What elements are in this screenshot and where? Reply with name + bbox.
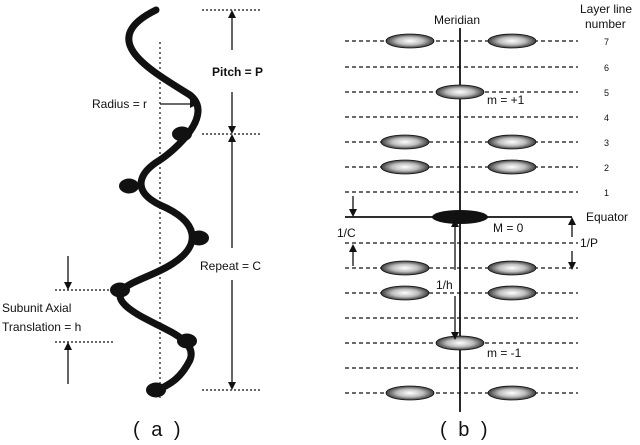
diffraction-spot	[487, 134, 537, 150]
layer-header-line2: number	[585, 17, 626, 31]
layer-number: 1	[604, 188, 609, 198]
diffraction-spot	[380, 285, 430, 301]
equator-label: Equator	[586, 210, 628, 224]
layer-number: 2	[604, 163, 609, 173]
diffraction-spot	[380, 159, 430, 175]
layer-number: 6	[604, 63, 609, 73]
pitch-label: Pitch = P	[212, 65, 263, 79]
layer-header-line1: Layer line	[580, 2, 632, 16]
m0-label: M = 0	[493, 221, 524, 235]
diffraction-spot	[487, 260, 537, 276]
diffraction-spot	[380, 134, 430, 150]
layer-number: 3	[604, 138, 609, 148]
diffraction-spot	[487, 285, 537, 301]
subunit-dot	[189, 230, 209, 246]
subunit-dot	[110, 282, 130, 298]
diffraction-spot	[385, 385, 435, 401]
diffraction-spot	[385, 33, 435, 49]
subunit-dot	[119, 178, 139, 194]
diffraction-spot	[435, 335, 485, 351]
diffraction-spots	[380, 33, 537, 401]
diffraction-spot	[487, 385, 537, 401]
subunit-dot	[177, 333, 197, 349]
radius-label: Radius = r	[92, 97, 147, 111]
diffraction-spot	[435, 84, 485, 100]
layer-number: 4	[604, 113, 609, 123]
repeat-label: Repeat = C	[200, 259, 261, 273]
diffraction-spot	[487, 33, 537, 49]
subunit-label-line2: Translation = h	[2, 320, 81, 334]
layer-number: 5	[604, 88, 609, 98]
panel-a: Radius = r Pitch = P Repeat = C Subunit …	[2, 6, 263, 441]
panel-a-caption: ( a )	[133, 419, 184, 441]
panel-b: Meridian Equator Layer line number 7 6 5…	[337, 2, 632, 441]
layer-number: 7	[604, 37, 609, 47]
subunit-dot	[172, 126, 192, 142]
equator-central-spot	[432, 210, 488, 224]
helix-curve	[116, 6, 202, 394]
m-plus1-label: m = +1	[487, 93, 525, 107]
panel-b-caption: ( b )	[440, 419, 491, 441]
inv-c-label: 1/C	[337, 226, 356, 240]
subunit-label-line1: Subunit Axial	[2, 301, 71, 315]
subunit-dot	[146, 382, 166, 398]
diffraction-spot	[487, 159, 537, 175]
inv-h-label: 1/h	[436, 278, 453, 292]
m-minus1-label: m = -1	[487, 346, 522, 360]
meridian-label: Meridian	[434, 13, 480, 27]
diffraction-spot	[380, 260, 430, 276]
inv-p-label: 1/P	[580, 236, 598, 250]
